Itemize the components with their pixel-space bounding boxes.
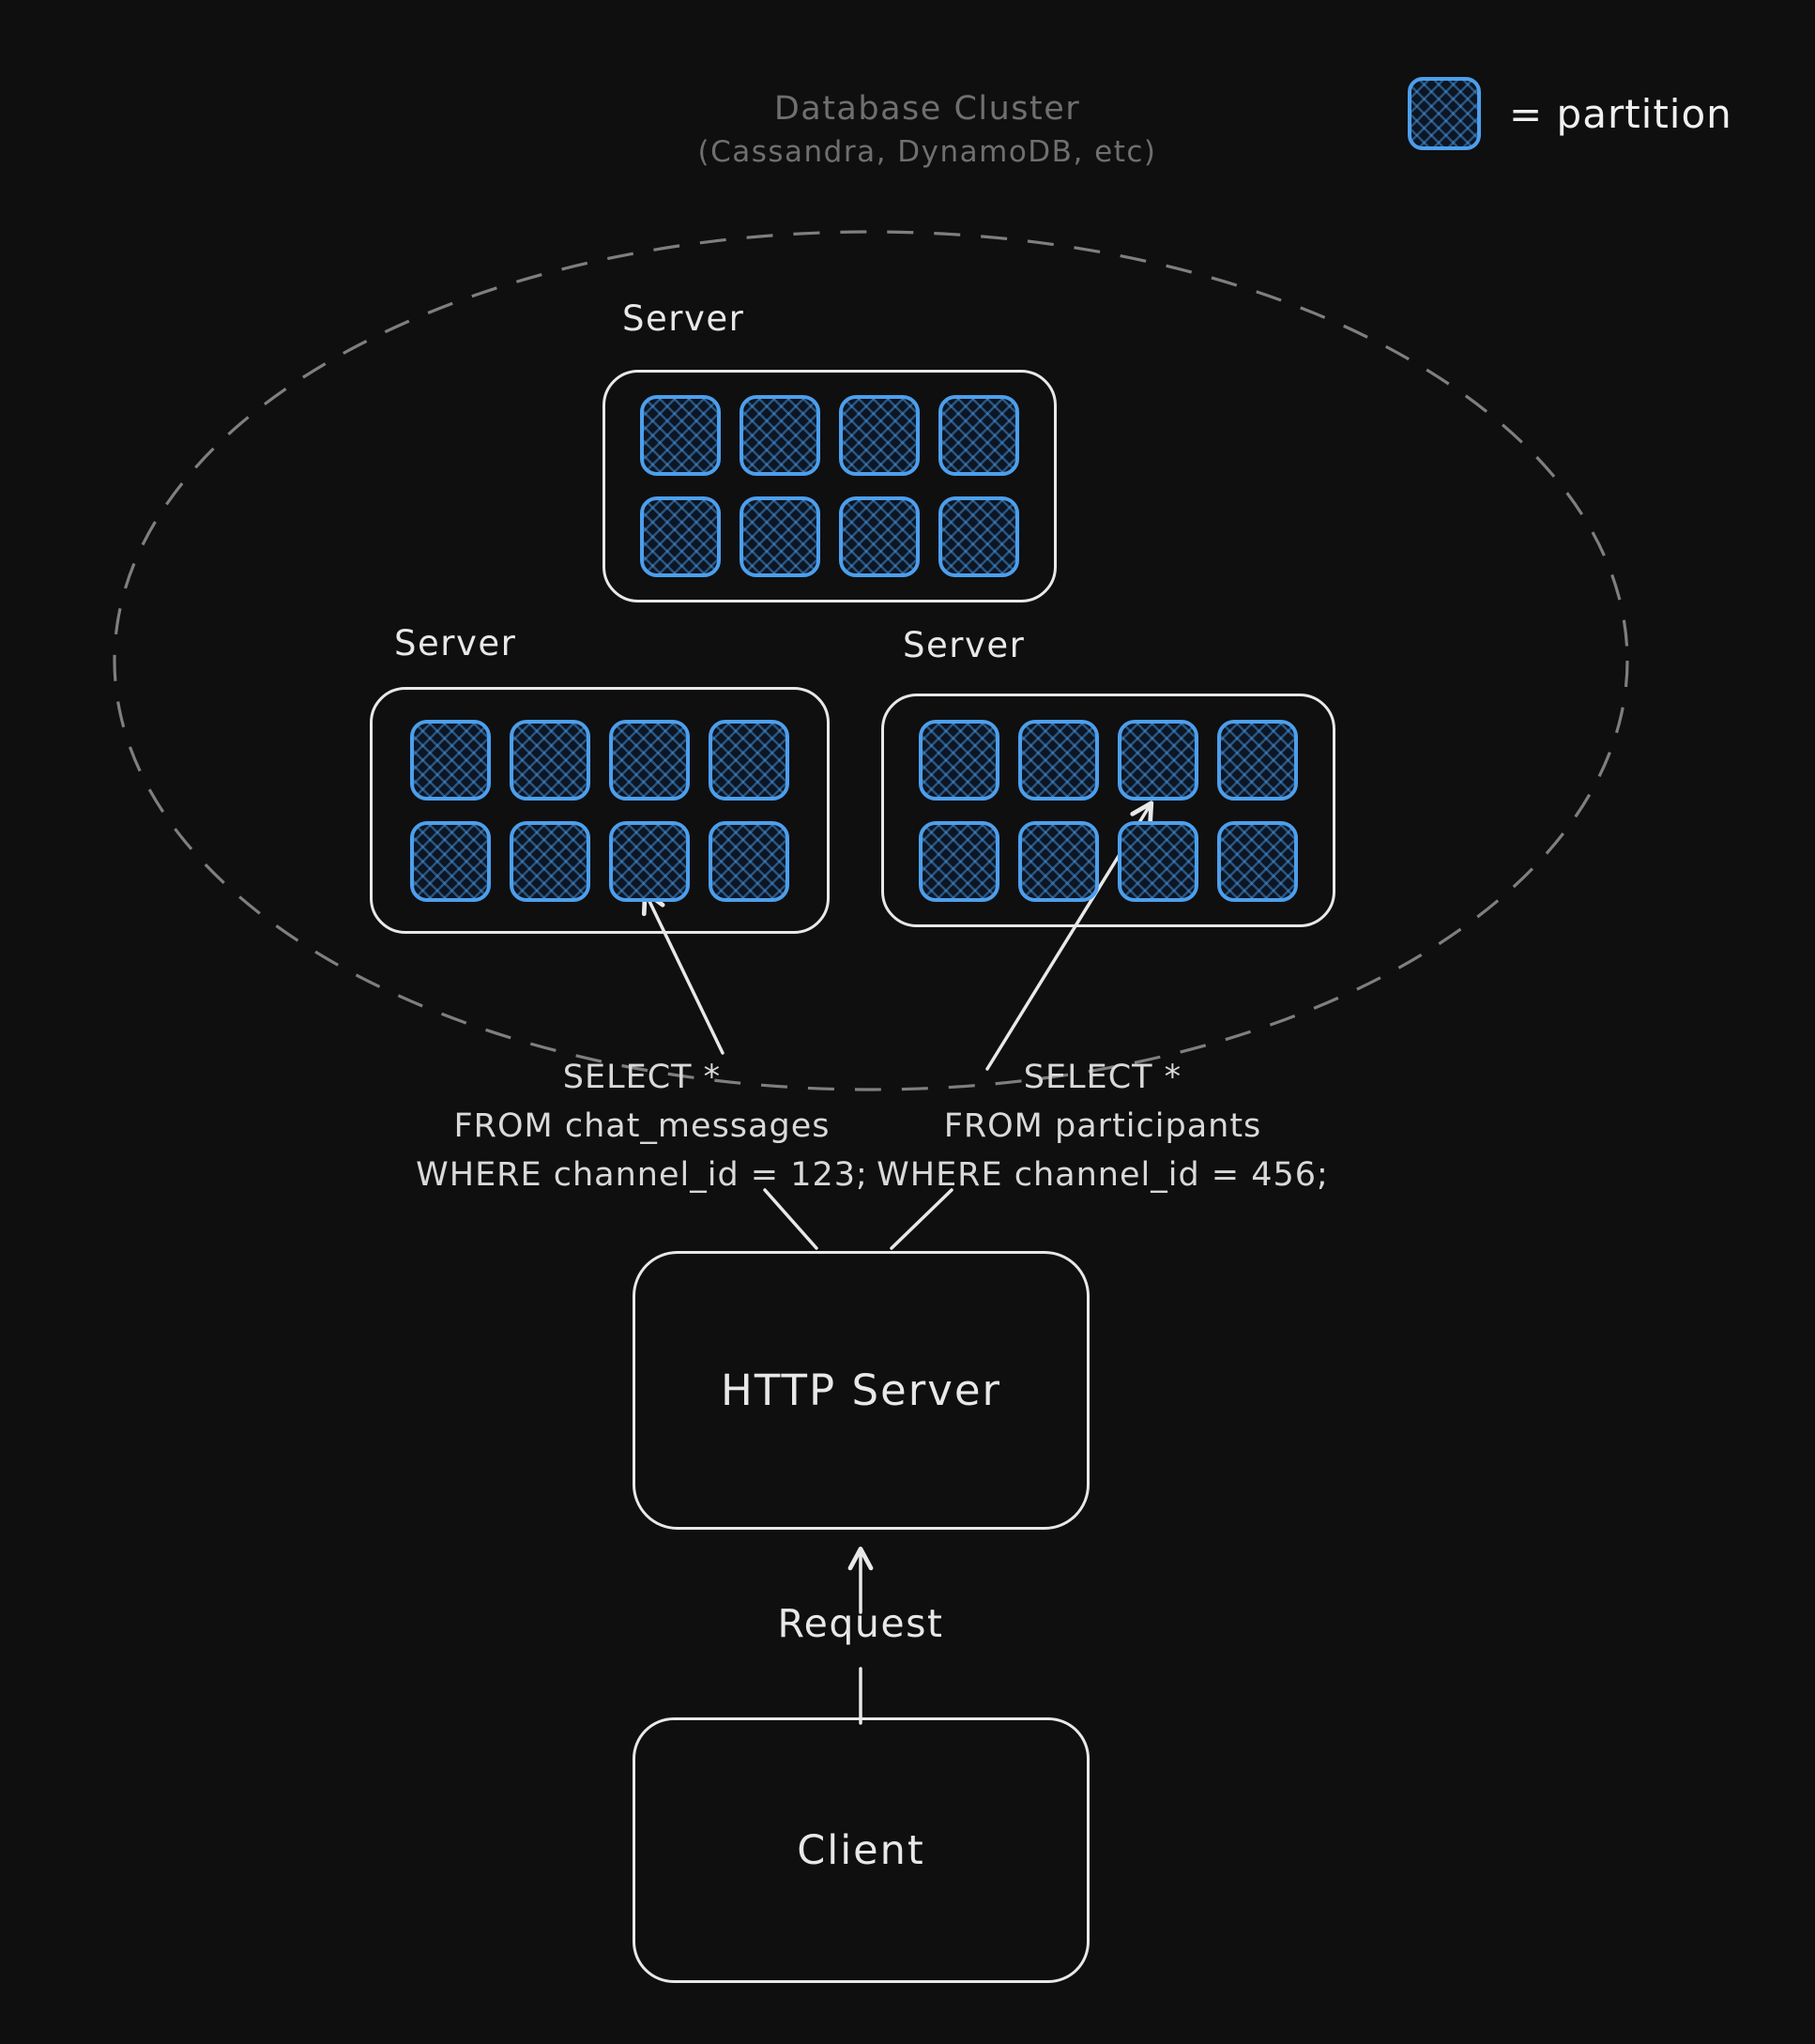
partition-icon xyxy=(640,395,721,476)
partition-icon xyxy=(919,820,999,902)
partition-icon xyxy=(709,719,789,801)
server-box-top xyxy=(602,370,1057,603)
partition-icon xyxy=(839,395,920,476)
cluster-title-line2: (Cassandra, DynamoDB, etc) xyxy=(697,135,1157,169)
client-label: Client xyxy=(797,1826,925,1874)
query-chat-messages-line1: SELECT * xyxy=(562,1059,722,1096)
partition-icon xyxy=(1118,820,1198,902)
server-label-top: Server xyxy=(622,298,745,339)
partition-icon xyxy=(709,820,789,902)
query-participants-line1: SELECT * xyxy=(1023,1059,1182,1096)
query-participants-line3: WHERE channel_id = 456; xyxy=(877,1156,1329,1194)
partition-grid-top xyxy=(605,373,1054,600)
partition-icon xyxy=(410,820,491,902)
server-label-right: Server xyxy=(903,625,1026,665)
partition-icon xyxy=(938,496,1019,577)
partition-icon xyxy=(510,820,590,902)
legend-label: = partition xyxy=(1509,90,1732,137)
server-label-left: Server xyxy=(394,623,517,664)
partition-icon xyxy=(1408,77,1481,150)
partition-icon xyxy=(609,820,690,902)
query-chat-messages: SELECT * FROM chat_messages WHERE channe… xyxy=(379,1053,905,1199)
server-box-right xyxy=(881,694,1335,927)
partition-grid-left xyxy=(373,690,827,931)
partition-icon xyxy=(609,719,690,801)
partition-icon xyxy=(740,395,820,476)
partition-grid-right xyxy=(884,696,1333,924)
partition-icon xyxy=(740,496,820,577)
cluster-title-line1: Database Cluster xyxy=(773,90,1081,128)
query-participants-line2: FROM participants xyxy=(943,1107,1262,1145)
partition-icon xyxy=(938,395,1019,476)
partition-icon xyxy=(1217,719,1298,801)
query-participants: SELECT * FROM participants WHERE channel… xyxy=(849,1053,1356,1199)
partition-icon xyxy=(839,496,920,577)
cluster-boundary-ellipse xyxy=(113,230,1629,1091)
client-box: Client xyxy=(633,1717,1090,1983)
http-server-label: HTTP Server xyxy=(720,1365,1002,1415)
server-box-left xyxy=(370,687,830,934)
cluster-title: Database Cluster (Cassandra, DynamoDB, e… xyxy=(646,86,1209,173)
partition-icon xyxy=(1217,820,1298,902)
query-chat-messages-line3: WHERE channel_id = 123; xyxy=(416,1156,868,1194)
partition-legend: = partition xyxy=(1408,77,1732,150)
partition-icon xyxy=(410,719,491,801)
query-chat-messages-line2: FROM chat_messages xyxy=(453,1107,831,1145)
partition-icon xyxy=(1118,719,1198,801)
http-server-box: HTTP Server xyxy=(633,1251,1090,1530)
partition-icon xyxy=(1018,719,1099,801)
request-label: Request xyxy=(777,1601,944,1646)
partition-icon xyxy=(1018,820,1099,902)
partition-icon xyxy=(510,719,590,801)
partition-icon xyxy=(640,496,721,577)
partition-icon xyxy=(919,719,999,801)
